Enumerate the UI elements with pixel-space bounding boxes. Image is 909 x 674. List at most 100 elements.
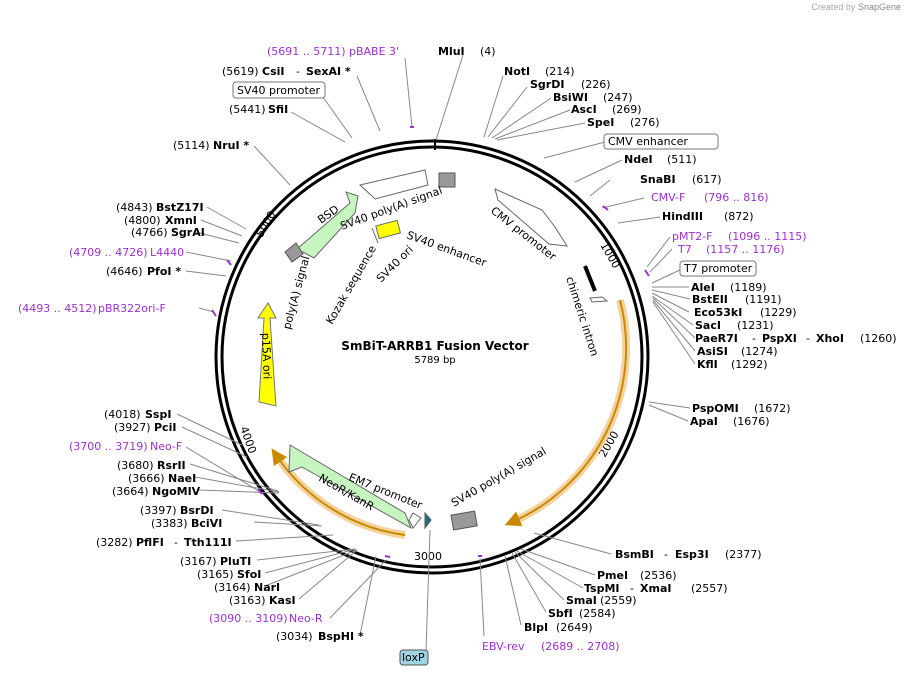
site-neof: Neo-F <box>150 440 182 453</box>
site-t7-promoter: T7 promoter <box>683 262 753 275</box>
tick-5000: 5000 <box>253 209 278 240</box>
site-pspxi-dash: - <box>752 332 756 345</box>
site-nrui: NruI * <box>213 139 249 152</box>
site-xhoi: XhoI <box>816 332 844 345</box>
label-sv40-enhancer: SV40 enhancer <box>405 229 489 270</box>
site-ngomiv: NgoMIV <box>152 485 201 498</box>
site-t7: T7 <box>677 243 692 256</box>
site-paer7i-pos: (1260) <box>860 332 897 345</box>
site-hindiii: HindIII <box>662 210 703 223</box>
site-sbfi-pos: (2584) <box>579 607 616 620</box>
site-sspi: SspI <box>145 408 171 421</box>
site-kfli: KflI <box>697 358 718 371</box>
plasmid-title: SmBiT-ARRB1 Fusion Vector <box>341 339 528 353</box>
site-rsrii-pos: (3680) <box>117 459 154 472</box>
leader-lines <box>176 54 696 652</box>
site-asci-pos: (269) <box>612 103 642 116</box>
site-kasi-pos: (3163) <box>229 594 266 607</box>
site-pspxi: PspXI <box>762 332 797 345</box>
label-sv40-ori: SV40 ori <box>374 243 416 285</box>
site-pspomi: PspOMI <box>692 402 739 415</box>
site-asisi-pos: (1274) <box>741 345 778 358</box>
site-bcivi: BciVI <box>191 517 222 530</box>
site-xmai-dash: - <box>630 582 634 595</box>
site-pmt2f-pos: (1096 .. 1115) <box>728 230 807 243</box>
site-sgrdi: SgrDI <box>530 78 564 91</box>
site-smai: SmaI <box>566 594 597 607</box>
site-bstz17i-pos: (4843) <box>116 201 153 214</box>
neor-kanr-arrow <box>288 444 412 530</box>
site-pmt2f: pMT2-F <box>672 230 713 243</box>
site-l4440-pos: (4709 .. 4726) <box>69 246 148 259</box>
site-alei-pos: (1189) <box>730 281 767 294</box>
site-blpi: BlpI <box>524 621 548 634</box>
t7-promoter-small <box>589 296 609 303</box>
site-rsrii: RsrII <box>157 459 186 472</box>
site-bsmbi-pos: (2377) <box>725 548 762 561</box>
site-ebvrev: EBV-rev <box>482 640 525 653</box>
site-snabi-pos: (617) <box>692 173 722 186</box>
site-csii: CsiI <box>262 65 284 78</box>
site-ndei-pos: (511) <box>667 153 697 166</box>
tick-1000: 1000 <box>597 240 622 271</box>
site-pmei: PmeI <box>597 569 628 582</box>
site-sfii: SfiI <box>268 103 288 116</box>
site-pmei-pos: (2536) <box>640 569 677 582</box>
site-kasi: KasI <box>269 594 296 607</box>
site-spei-pos: (276) <box>630 116 660 129</box>
kozak-mark <box>371 227 379 244</box>
site-pbr322: pBR322ori-F <box>98 302 166 315</box>
site-spei: SpeI <box>587 116 614 129</box>
site-saci-pos: (1231) <box>737 319 774 332</box>
site-asisi: AsiSI <box>697 345 728 358</box>
site-pcii-pos: (3927) <box>114 421 151 434</box>
label-polya-left: poly(A) signal <box>280 255 312 331</box>
sv40-polya-top-arrow <box>358 169 429 200</box>
site-noti-pos: (214) <box>545 65 575 78</box>
site-bstz17i: BstZ17I <box>156 201 204 214</box>
backbone-inner <box>220 145 644 569</box>
site-nari: NarI <box>254 581 280 594</box>
site-bsteii: BstEII <box>692 293 728 306</box>
site-sv40-promoter: SV40 promoter <box>237 84 321 97</box>
site-bsrdi-pos: (3397) <box>140 504 177 517</box>
site-neor-pos: (3090 .. 3109) <box>209 612 288 625</box>
cmv-enhancer-box <box>603 133 719 150</box>
site-noti: NotI <box>504 65 530 78</box>
credit-brand: SnapGene <box>857 2 901 12</box>
neo-orf-arrow <box>271 448 406 536</box>
site-sexai: SexAI * <box>306 65 351 78</box>
site-pbr322-pos: (4493 .. 4512) <box>18 302 97 315</box>
sv40-ori-block <box>375 219 402 240</box>
primer-marks <box>211 126 650 558</box>
site-loxp: loxP <box>402 651 425 664</box>
site-apai: ApaI <box>690 415 718 428</box>
p15a-ori-arrow <box>257 302 277 407</box>
site-bsphi: BspHI * <box>318 630 364 643</box>
site-smai-pos: (2559) <box>600 594 637 607</box>
site-sspi-pos: (4018) <box>104 408 141 421</box>
site-kfli-pos: (1292) <box>731 358 768 371</box>
site-bsiwi-pos: (247) <box>603 91 633 104</box>
site-xmni-pos: (4800) <box>124 214 161 227</box>
site-cmv-enhancer: CMV enhancer <box>608 135 688 148</box>
site-tth111i-dash: - <box>174 536 178 549</box>
site-paer7i: PaeR7I <box>695 332 738 345</box>
site-pspomi-pos: (1672) <box>754 402 791 415</box>
site-sgrai-pos: (4766) <box>131 226 168 239</box>
site-xmni: XmnI <box>165 214 197 227</box>
site-pflfi: PflFI <box>136 536 164 549</box>
sv40-polya-top-block <box>438 172 456 188</box>
site-cmvf: CMV-F <box>651 191 685 204</box>
site-pfoi-pos: (4646) <box>106 265 143 278</box>
site-t7-pos: (1157 .. 1176) <box>706 243 785 256</box>
site-tth111i: Tth111I <box>184 536 232 549</box>
site-asci: AscI <box>571 103 597 116</box>
sv40-promoter-box <box>232 81 326 99</box>
label-p15a: p15A ori <box>259 333 274 380</box>
em7-promoter-small <box>408 512 422 529</box>
backbone-outer <box>214 139 650 575</box>
site-sfoi: SfoI <box>237 568 261 581</box>
site-pcii: PciI <box>154 421 176 434</box>
